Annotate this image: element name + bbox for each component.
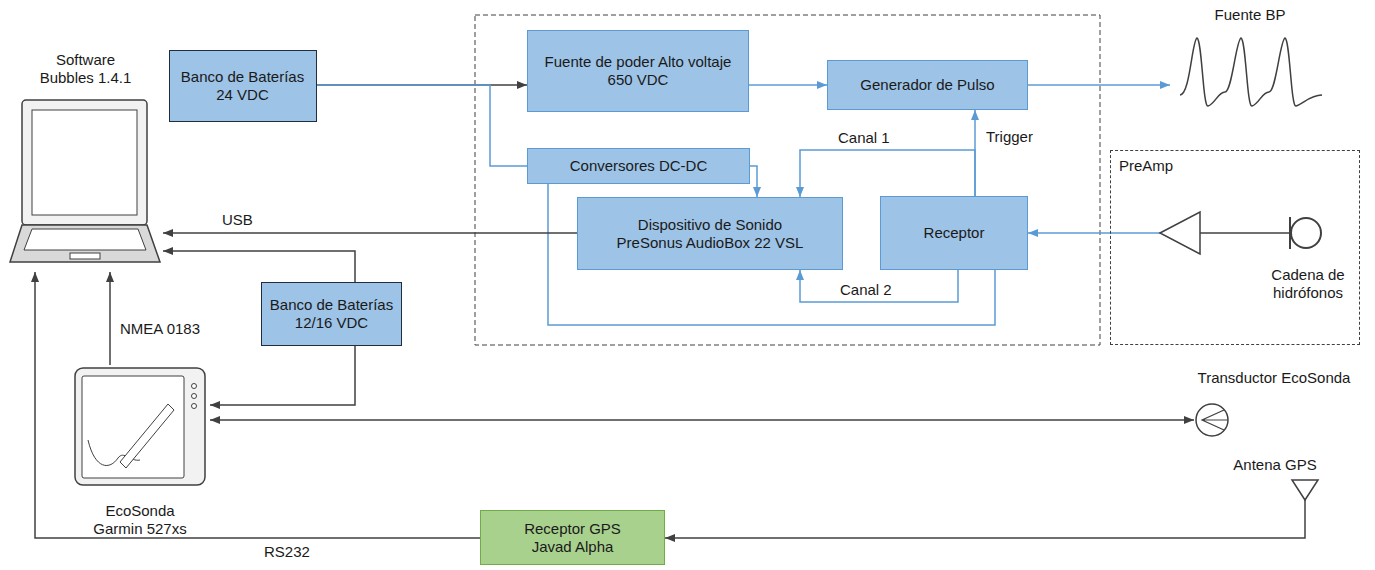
hydrophone-node: Cadena de hidrófonos xyxy=(1258,212,1358,304)
converter-box: Conversores DC-DC xyxy=(527,148,750,184)
transducer-symbol xyxy=(1196,404,1228,436)
edge-label: USB xyxy=(220,211,255,229)
connector xyxy=(665,535,1305,538)
battery-box: Banco de Baterías 12/16 VDC xyxy=(261,282,402,346)
edge-label: Canal 1 xyxy=(836,129,892,147)
icon-label: Antena GPS xyxy=(1233,456,1316,474)
connector xyxy=(1028,84,1170,86)
preamp-group: PreAmpCadena de hidrófonos xyxy=(1110,150,1360,345)
connector xyxy=(317,85,528,166)
echosounder-button xyxy=(192,384,197,389)
antenna-symbol xyxy=(1292,480,1318,535)
edge-label: Trigger xyxy=(984,128,1035,146)
pulse-waveform xyxy=(1180,38,1322,106)
echosounder-icon xyxy=(75,368,205,485)
edge-label: Canal 2 xyxy=(838,281,894,299)
preamp-symbol xyxy=(1110,212,1321,254)
edge-label: NMEA 0183 xyxy=(118,320,202,338)
connector xyxy=(1028,232,1110,234)
icon-label: Fuente BP xyxy=(1215,6,1286,24)
sound-device-box: Dispositivo de Sonido PreSonus AudioBox … xyxy=(577,197,843,270)
box-label: Conversores DC-DC xyxy=(570,157,708,175)
preamp-wire xyxy=(1110,232,1160,234)
box-label: Receptor GPS Javad Alpha xyxy=(518,520,628,556)
antenna-mast xyxy=(1304,500,1306,535)
laptop-icon xyxy=(10,100,160,262)
echosounder-node: EcoSonda Garmin 527xs xyxy=(70,365,210,540)
connector xyxy=(800,150,975,197)
hydrophone-wire xyxy=(1200,232,1290,234)
connector xyxy=(750,166,757,197)
connector xyxy=(800,270,958,302)
enclosure-dashed xyxy=(475,15,1100,345)
connector xyxy=(210,346,355,405)
icon-label: Software Bubbles 1.4.1 xyxy=(36,51,136,87)
connector xyxy=(109,272,111,365)
laptop-touchpad xyxy=(70,253,100,259)
echosounder-screen xyxy=(82,376,184,478)
transducer-mark xyxy=(1202,410,1228,430)
icon-label: EcoSonda Garmin 527xs xyxy=(90,502,190,538)
echosounder-body xyxy=(75,368,205,485)
connector xyxy=(210,419,1194,421)
laptop-display xyxy=(32,110,137,215)
laptop-keyboard xyxy=(24,229,146,250)
pulse-generator-box: Generador de Pulso xyxy=(827,60,1028,110)
laptop-screen xyxy=(22,100,147,225)
laptop-base xyxy=(10,225,160,262)
box-label: Fuente de poder Alto voltaje 650 VDC xyxy=(543,53,733,89)
icon-label: Transductor EcoSonda xyxy=(1198,369,1351,387)
connector xyxy=(163,232,577,234)
connector xyxy=(749,84,827,86)
connector xyxy=(35,272,480,538)
box-label: PreAmp xyxy=(1119,157,1173,175)
transducer-circle xyxy=(1196,404,1228,436)
box-label: Banco de Baterías 24 VDC xyxy=(178,68,308,104)
antenna-node: Antena GPS xyxy=(1225,455,1325,535)
icon-label: Cadena de hidrófonos xyxy=(1268,266,1348,302)
receiver-box: Receptor xyxy=(880,196,1028,270)
power-supply-box: Fuente de poder Alto voltaje 650 VDC xyxy=(527,30,749,112)
echosounder-button xyxy=(192,404,197,409)
amplifier-triangle xyxy=(1160,212,1200,254)
computer-icon: Software Bubbles 1.4.1 xyxy=(8,50,163,272)
stylus xyxy=(120,404,174,468)
box-label: Generador de Pulso xyxy=(860,76,994,94)
box-label: Banco de Baterías 12/16 VDC xyxy=(268,296,395,332)
edge-label: RS232 xyxy=(262,543,312,561)
box-label: Receptor xyxy=(924,224,985,242)
hydrophone-symbol xyxy=(1291,218,1321,248)
gps-receiver-box: Receptor GPS Javad Alpha xyxy=(480,510,665,565)
echosounder-button xyxy=(192,394,197,399)
source-signal: Fuente BP xyxy=(1170,5,1330,115)
connector xyxy=(163,251,355,282)
box-label: Dispositivo de Sonido PreSonus AudioBox … xyxy=(610,216,810,252)
antenna-head xyxy=(1292,480,1318,500)
transducer-node: Transductor EcoSonda xyxy=(1194,368,1354,436)
battery-box: Banco de Baterías 24 VDC xyxy=(169,50,317,122)
